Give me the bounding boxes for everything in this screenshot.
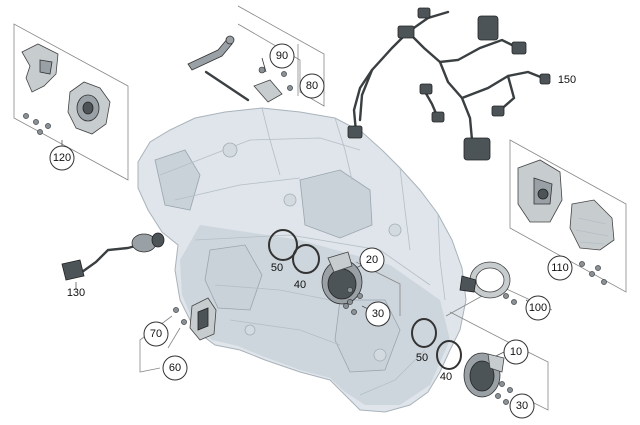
callout-30a[interactable]: 30 [365,301,391,327]
callout-20-label: 20 [366,254,378,266]
callout-100-label: 100 [529,302,547,314]
callout-130-label: 130 [67,287,85,299]
part-bolts-30b [495,381,513,405]
part-bracket-60 [189,297,217,341]
callout-30b[interactable]: 30 [509,393,535,419]
callout-20[interactable]: 20 [359,247,385,273]
transmission-housing [137,107,467,413]
callout-150[interactable]: 150 [558,74,576,86]
callout-30b-label: 30 [516,400,528,412]
part-oring-50a [268,229,298,261]
part-solenoid-valve-20 [321,251,363,305]
part-mount-pad [569,199,615,251]
part-heat-shield [21,43,59,93]
part-oring-50b [411,318,437,348]
part-engine-mount [517,159,563,223]
callout-70-label: 70 [150,328,162,340]
part-bolts-70 [173,307,187,325]
part-bolts-80 [281,71,293,91]
callout-90[interactable]: 90 [269,43,295,69]
callout-10[interactable]: 10 [503,339,529,365]
callout-40b[interactable]: 40 [440,371,452,383]
callout-100[interactable]: 100 [525,295,551,321]
callout-40a[interactable]: 40 [294,279,306,291]
callout-50a[interactable]: 50 [271,262,283,274]
part-dipstick-tube [204,57,283,103]
callout-10-label: 10 [510,346,522,358]
part-bolts-30a [343,287,363,315]
part-mount-cover [67,81,111,135]
part-wiring-harness [347,7,551,161]
callout-50b[interactable]: 50 [416,352,428,364]
callout-60-label: 60 [169,362,181,374]
callout-130[interactable]: 130 [67,287,85,299]
part-oring-40b [436,340,462,370]
callout-40b-label: 40 [440,371,452,383]
callout-70[interactable]: 70 [143,321,169,347]
callout-120-label: 120 [53,152,71,164]
callout-110-label: 110 [551,262,569,274]
callout-50b-label: 50 [416,352,428,364]
callout-60[interactable]: 60 [162,355,188,381]
part-solenoid-valve-10 [463,352,505,398]
callout-150-label: 150 [558,74,576,86]
part-bolts-120 [23,113,51,135]
part-speed-sensor [459,261,517,305]
callout-40a-label: 40 [294,279,306,291]
callout-50a-label: 50 [271,262,283,274]
callout-90-label: 90 [276,50,288,62]
callout-110[interactable]: 110 [547,255,573,281]
part-oring-40a [292,244,320,274]
callout-30a-label: 30 [372,308,384,320]
callout-80-label: 80 [306,80,318,92]
callout-80[interactable]: 80 [299,73,325,99]
part-sensor-cable-130 [61,232,165,290]
part-cable-tie [187,35,235,71]
callout-120[interactable]: 120 [49,145,75,171]
part-bolts-110 [579,261,607,285]
